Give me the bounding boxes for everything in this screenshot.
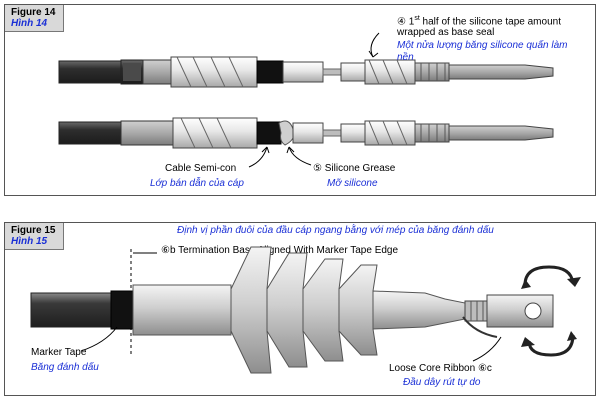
figure-14-panel: Figure 14 Hình 14 (4, 4, 596, 196)
figure-15-tag: Figure 15 Hình 15 (5, 223, 64, 250)
marker-tape-leader (80, 326, 118, 352)
loose-core-label: Loose Core Ribbon ⑥c (389, 363, 492, 375)
cable-semicon-vi: Lớp bán dẫn của cáp (150, 178, 244, 189)
loose-core-leader (472, 336, 502, 362)
figure-14-title-vi: Hình 14 (11, 18, 48, 29)
marker-tape-vi: Băng đánh dấu (31, 362, 99, 373)
loose-core-text: Loose Core Ribbon (389, 363, 478, 374)
semicon-leader (248, 146, 268, 168)
figure-15-title-vi: Hình 15 (11, 236, 48, 247)
callout5-label: ⑤ Silicone Grease (313, 163, 395, 175)
figure-14-title: Figure 14 (11, 7, 56, 18)
callout6b-marker: ⑥ (161, 245, 170, 256)
callout5-vi: Mỡ silicone (327, 178, 378, 189)
loose-core-vi: Đầu dây rút tự do (403, 377, 481, 388)
figure-15-note-vi: Định vị phần đuôi của đầu cáp ngang bằng… (177, 225, 494, 236)
callout4-text-b: half of the silicone tape amount (419, 16, 561, 28)
marker-tape-label: Marker Tape (31, 347, 87, 358)
loose-core-suffix: c (486, 363, 492, 374)
cable-upper (58, 56, 554, 88)
callout4-label: ④ 1st half of the silicone tape amount (397, 13, 561, 28)
loose-core-marker: ⑥ (477, 363, 487, 374)
marker-tape (110, 290, 134, 330)
callout4-text-a: 1 (408, 16, 415, 28)
rotate-arrow-top (523, 265, 575, 286)
callout4-marker: ④ (397, 16, 406, 28)
figure-15-panel: Figure 15 Hình 15 Định vị phần đuôi của … (4, 222, 596, 396)
callout4-vi-line2: nền (397, 52, 414, 63)
callout6b-text: b Termination Base Aligned With Marker T… (169, 245, 399, 256)
callout5-text: Silicone Grease (324, 163, 396, 174)
rotate-arrow-bottom (527, 334, 575, 357)
callout4-sup: st (414, 15, 420, 22)
termination-body (132, 246, 554, 374)
cable-jacket (30, 292, 114, 328)
callout4-vi-line1: Một nửa lượng băng silicone quấn làm (397, 40, 568, 51)
callout6b-label: ⑥b Termination Base Aligned With Marker … (161, 245, 398, 257)
grease-leader (288, 146, 312, 166)
figure-14-tag: Figure 14 Hình 14 (5, 5, 64, 32)
figure-15-drawing (30, 246, 581, 374)
callout5-marker: ⑤ (313, 163, 322, 174)
cable-lower (58, 117, 554, 149)
callout4-line2: wrapped as base seal (397, 27, 495, 38)
figure-14-drawing (58, 32, 554, 168)
figure-15-title: Figure 15 (11, 225, 56, 236)
cable-semicon-label: Cable Semi-con (165, 163, 237, 174)
